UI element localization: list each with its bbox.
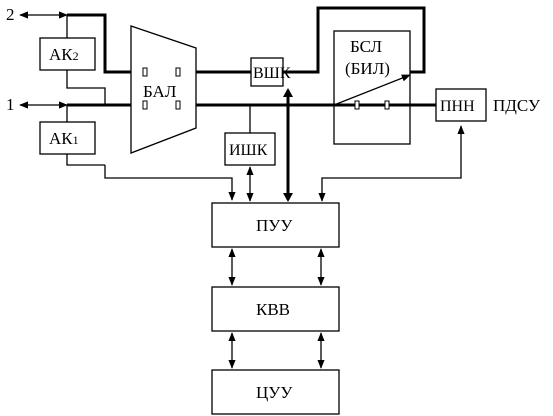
ak2-block [39,37,96,71]
vshk-arrowhead [283,88,293,97]
bus-vshk-loop [283,6,426,74]
puu-vshk-arrowhead [283,193,293,202]
tsuu-block [211,369,340,415]
terminal-2-label: 2 [6,5,15,24]
ak1-label: АК1 [49,129,79,148]
tsuu-label: ЦУУ [256,383,293,402]
puu-block [211,202,340,248]
bal-switch-marks [142,67,181,110]
bus-2-top [67,13,131,74]
ishk-label: ИШК [229,142,268,159]
ak1-block [39,121,96,155]
ak1-to-puu-line [104,165,236,201]
kvv-block [211,286,340,332]
pnn-label: ПНН [440,98,475,115]
ak1-link-down [66,154,105,166]
ak2-link-down [66,70,106,105]
bsl-label-1: БСЛ [350,37,383,56]
vshk-block [250,57,284,87]
terminal-1-label: 1 [6,95,15,114]
bal-label: БАЛ [143,82,177,101]
bsl-switch-marks [354,100,390,110]
puu-label: ПУУ [256,216,293,235]
output-label: ПДСУ [493,96,541,115]
kvv-label: КВВ [256,300,290,319]
ishk-block [224,132,276,166]
bsl-diagonal-arrow [333,74,411,106]
bsl-label-2: (БИЛ) [345,59,390,78]
ak2-label: АК2 [49,45,79,64]
vshk-label: ВШК [253,65,291,82]
bal-block [130,25,197,154]
pnn-block [435,88,487,122]
pnn-to-puu-line [318,125,465,202]
